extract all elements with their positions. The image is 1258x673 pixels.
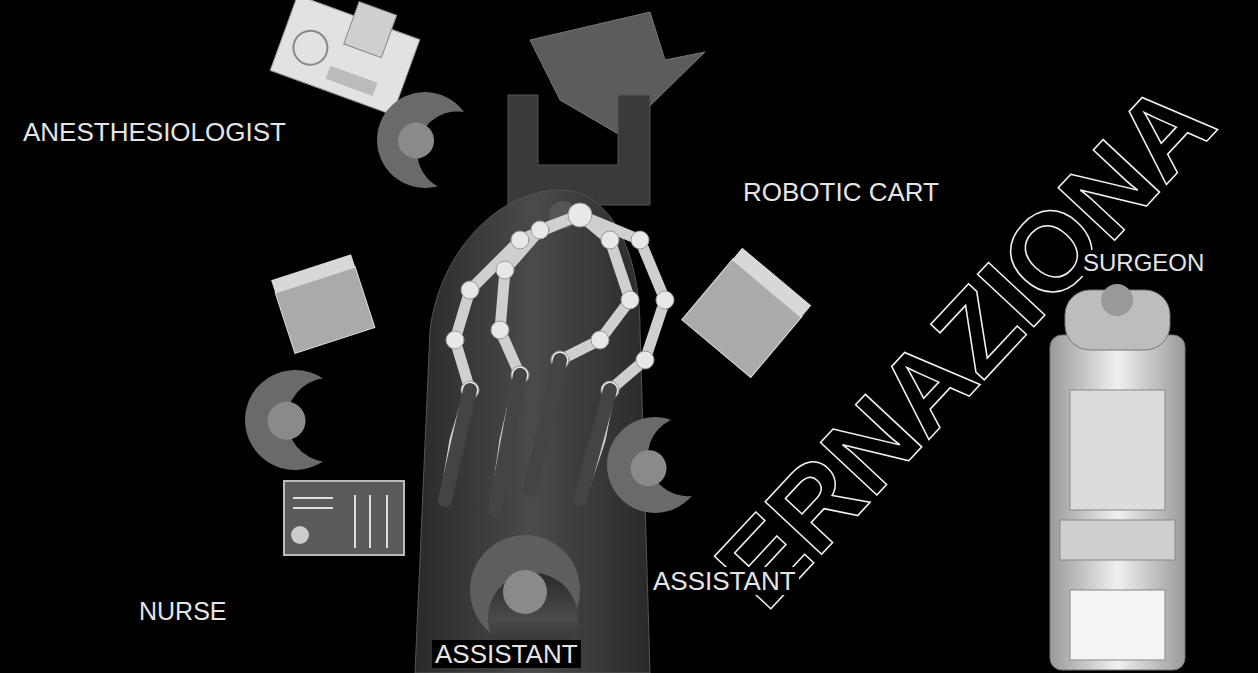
role-label: ASSISTANT (650, 567, 799, 595)
monitor (682, 248, 811, 378)
robotic-cart (508, 95, 650, 205)
monitor (271, 254, 375, 353)
role-label: NURSE (136, 598, 230, 625)
anesthesia-machine (270, 0, 425, 115)
role-label: ANESTHESIOLOGIST (20, 118, 289, 146)
role-label: SURGEON (1080, 250, 1207, 276)
patient-table (415, 190, 650, 673)
staff-figure (225, 339, 389, 502)
staff-figure (359, 67, 511, 221)
surgeon-console (1050, 284, 1185, 670)
role-label: ROBOTIC CART (740, 178, 942, 206)
robotic-arms (445, 203, 674, 510)
role-label: ASSISTANT (432, 640, 581, 668)
staff-figure (589, 386, 742, 539)
instrument-table (284, 481, 404, 555)
